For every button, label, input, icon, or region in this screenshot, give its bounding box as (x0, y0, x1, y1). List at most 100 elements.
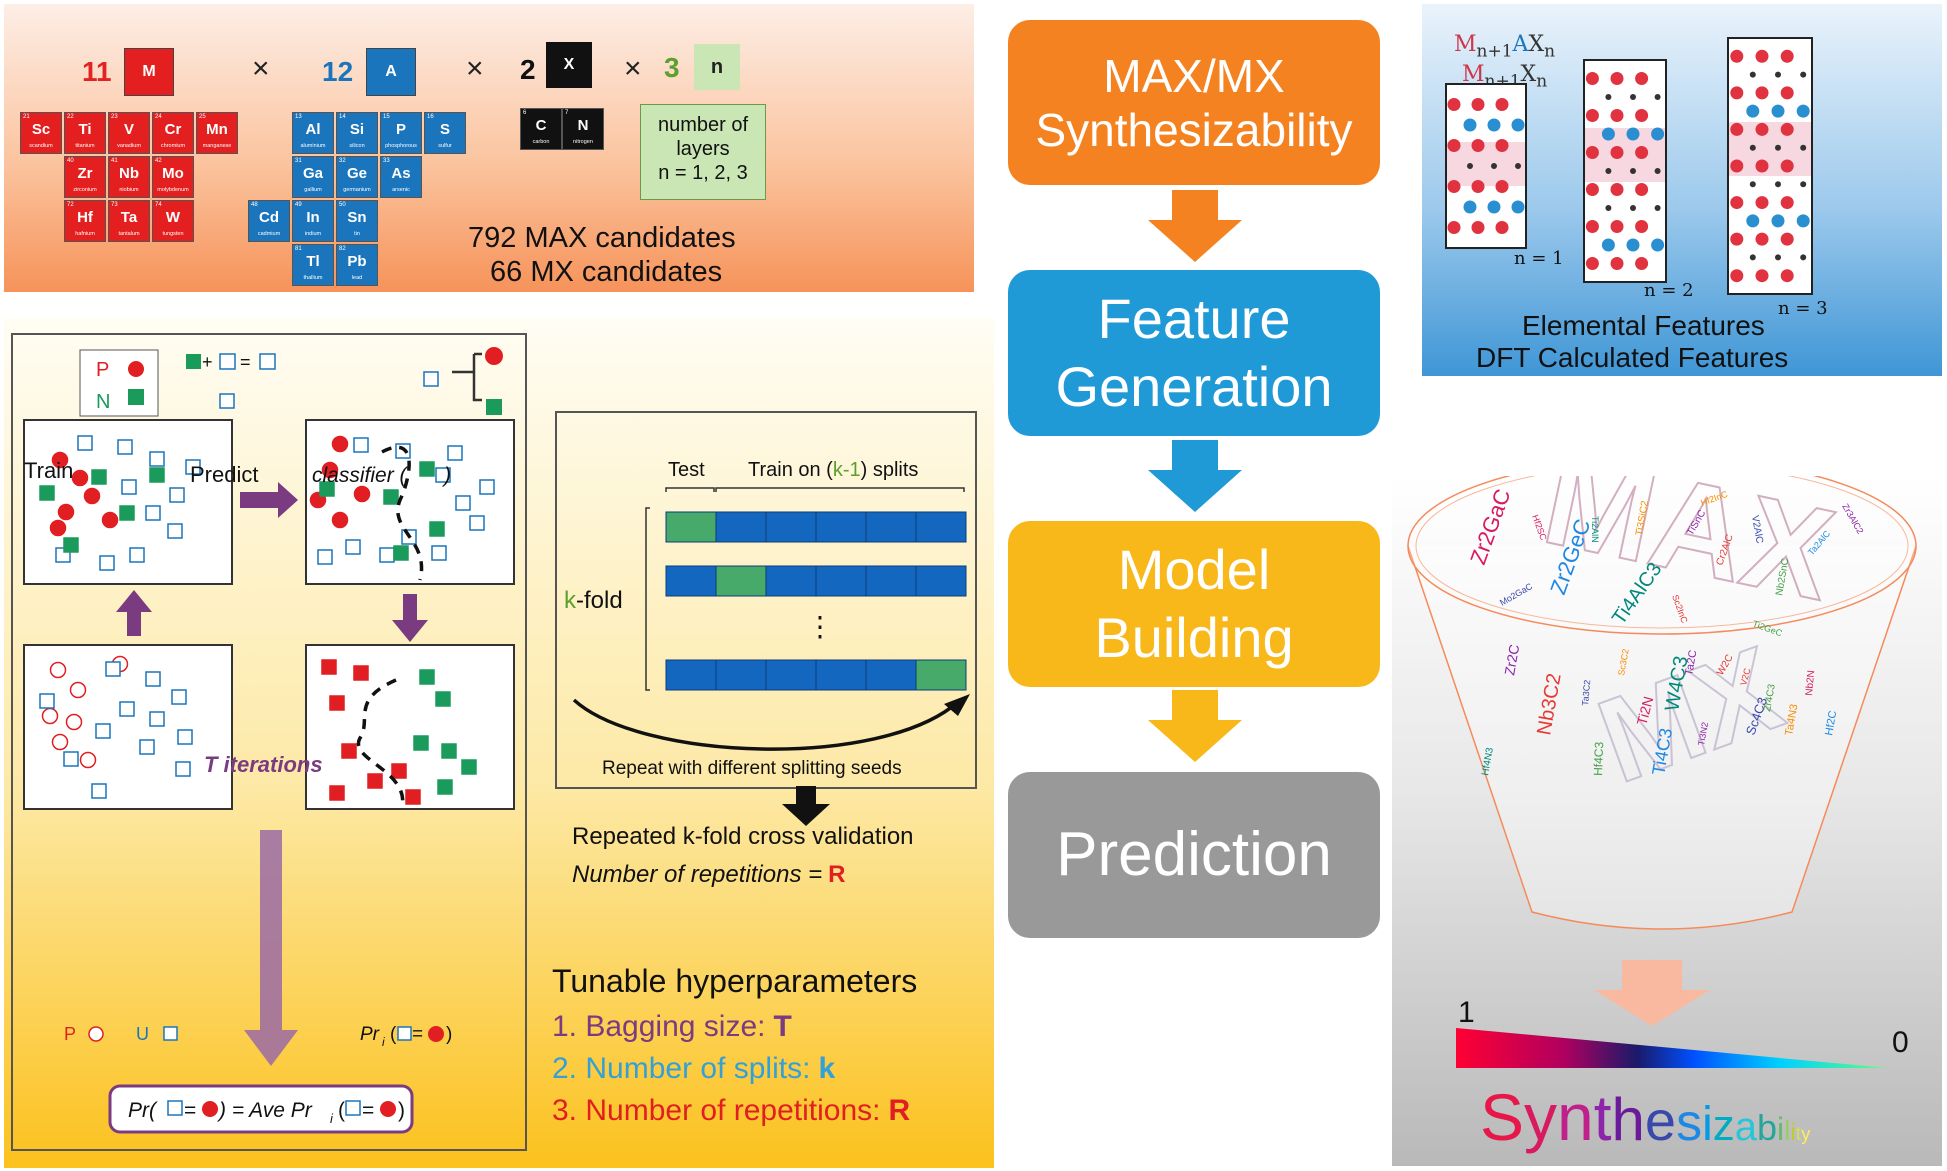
iterations-label: T iterations (204, 752, 323, 777)
funnel-word: Ta2C (1683, 649, 1699, 676)
atom (1800, 254, 1807, 261)
element-symbol: P (395, 121, 406, 138)
positive-sample (321, 461, 339, 479)
element-name: scandium (29, 143, 53, 149)
negative-sample (39, 485, 55, 501)
atom (1780, 196, 1794, 210)
atom (1585, 146, 1599, 159)
kfold-label: k-fold (564, 587, 623, 614)
element-name: manganese (202, 143, 232, 149)
cv-repetitions-r: R (828, 861, 845, 888)
synthesizability-letter: a (1735, 1105, 1758, 1149)
unlabeled-sample (175, 761, 191, 777)
atom (1755, 196, 1769, 210)
x-label-box: X (546, 42, 592, 88)
cv-train-split (665, 659, 717, 691)
cv-test-bracket (665, 487, 715, 492)
atom (1585, 183, 1599, 196)
cv-frame (555, 411, 977, 789)
train-label: Train (24, 458, 73, 483)
atom (1755, 269, 1769, 283)
kfold-rest: -fold (576, 587, 623, 614)
predicted-positive (353, 665, 369, 681)
pu-frame (11, 333, 527, 1151)
atom (1635, 257, 1649, 270)
synthesizability-letter: l (1784, 1115, 1790, 1146)
cv-train-split (915, 565, 967, 597)
synthesizability-word: Synthesizability (1480, 1080, 1810, 1154)
element-num: 82 (339, 246, 346, 252)
ave-mid: ) = Ave Pr (216, 1099, 313, 1122)
hyper-item-2: 2. Number of splits:k (552, 1052, 835, 1085)
element-symbol: As (391, 165, 411, 182)
atom (1780, 122, 1794, 136)
unlabeled-sample (317, 549, 333, 565)
element-num: 16 (427, 114, 434, 120)
negative-sample (319, 481, 335, 497)
cv-test-split (715, 565, 767, 597)
predicted-positive (391, 763, 407, 779)
cv-train-on-1: Train on ( (748, 459, 833, 481)
m-count: 11 (82, 56, 112, 87)
synthesizability-letter: y (1801, 1124, 1810, 1144)
arrow-down-long-icon (244, 830, 298, 1066)
synthesizability-letter: n (1557, 1080, 1594, 1154)
negative-sample (149, 467, 165, 483)
cv-train-split (815, 565, 867, 597)
cv-train-split (765, 565, 817, 597)
atom (1755, 86, 1769, 100)
synthesizability-letter: b (1757, 1107, 1777, 1148)
atom (1626, 127, 1640, 141)
funnel-word: Hf2C (1823, 710, 1839, 737)
hyper-item-2-text: 2. Number of splits: (552, 1052, 810, 1085)
element-num: 50 (339, 202, 346, 208)
atom (1610, 109, 1624, 122)
atom (1654, 205, 1661, 211)
element-symbol: Zr (77, 165, 93, 182)
atom (1630, 168, 1636, 174)
atom (1635, 220, 1649, 233)
pr-i-paren: ( (390, 1024, 397, 1045)
element-symbol: Ga (302, 165, 323, 182)
unlabeled-sample (169, 487, 185, 503)
cv-train-on-k: k-1 (833, 459, 861, 481)
element-name: nitrogen (573, 139, 593, 145)
atom (1800, 71, 1807, 78)
positive-sample (71, 469, 89, 487)
atom (1775, 181, 1781, 188)
atom (1651, 127, 1665, 141)
unlabeled-sample (121, 479, 137, 495)
features-line-1: Elemental Features (1522, 310, 1765, 341)
element-symbol: Ge (346, 165, 367, 182)
funnel-word: Nb2N (1804, 670, 1817, 696)
repeat-arrow-icon (572, 698, 960, 751)
atom (1755, 232, 1769, 246)
atom (1447, 221, 1461, 234)
legend-box-p: P (96, 359, 109, 381)
unlabeled-sample (345, 539, 361, 555)
cv-train-on: Train on (k-1) splits (748, 459, 918, 481)
formula-max-m: M (1454, 32, 1477, 57)
atom (1800, 144, 1807, 151)
hyper-item-3-text: 3. Number of repetitions: (552, 1094, 881, 1127)
structures-panel: Mn+1AXn Mn+1Xn n = 1 n = 2 n = 3 Element… (1422, 4, 1942, 376)
pipeline-step-feature-generation: Feature Generation (1008, 270, 1380, 436)
element-symbol: Al (305, 121, 321, 138)
unlabeled-sample (455, 495, 471, 511)
layers-line-2: layers (676, 138, 730, 160)
unlabeled-sample (177, 729, 193, 745)
pr-i-square-icon (397, 1026, 412, 1041)
negative-sample (419, 461, 435, 477)
label-n2: n = 2 (1644, 280, 1694, 301)
element-name: silicon (349, 143, 365, 149)
pr-i-sub: i (382, 1035, 385, 1049)
element-num: 49 (295, 202, 302, 208)
unlabeled-positive (41, 707, 59, 725)
atom (1467, 163, 1473, 169)
